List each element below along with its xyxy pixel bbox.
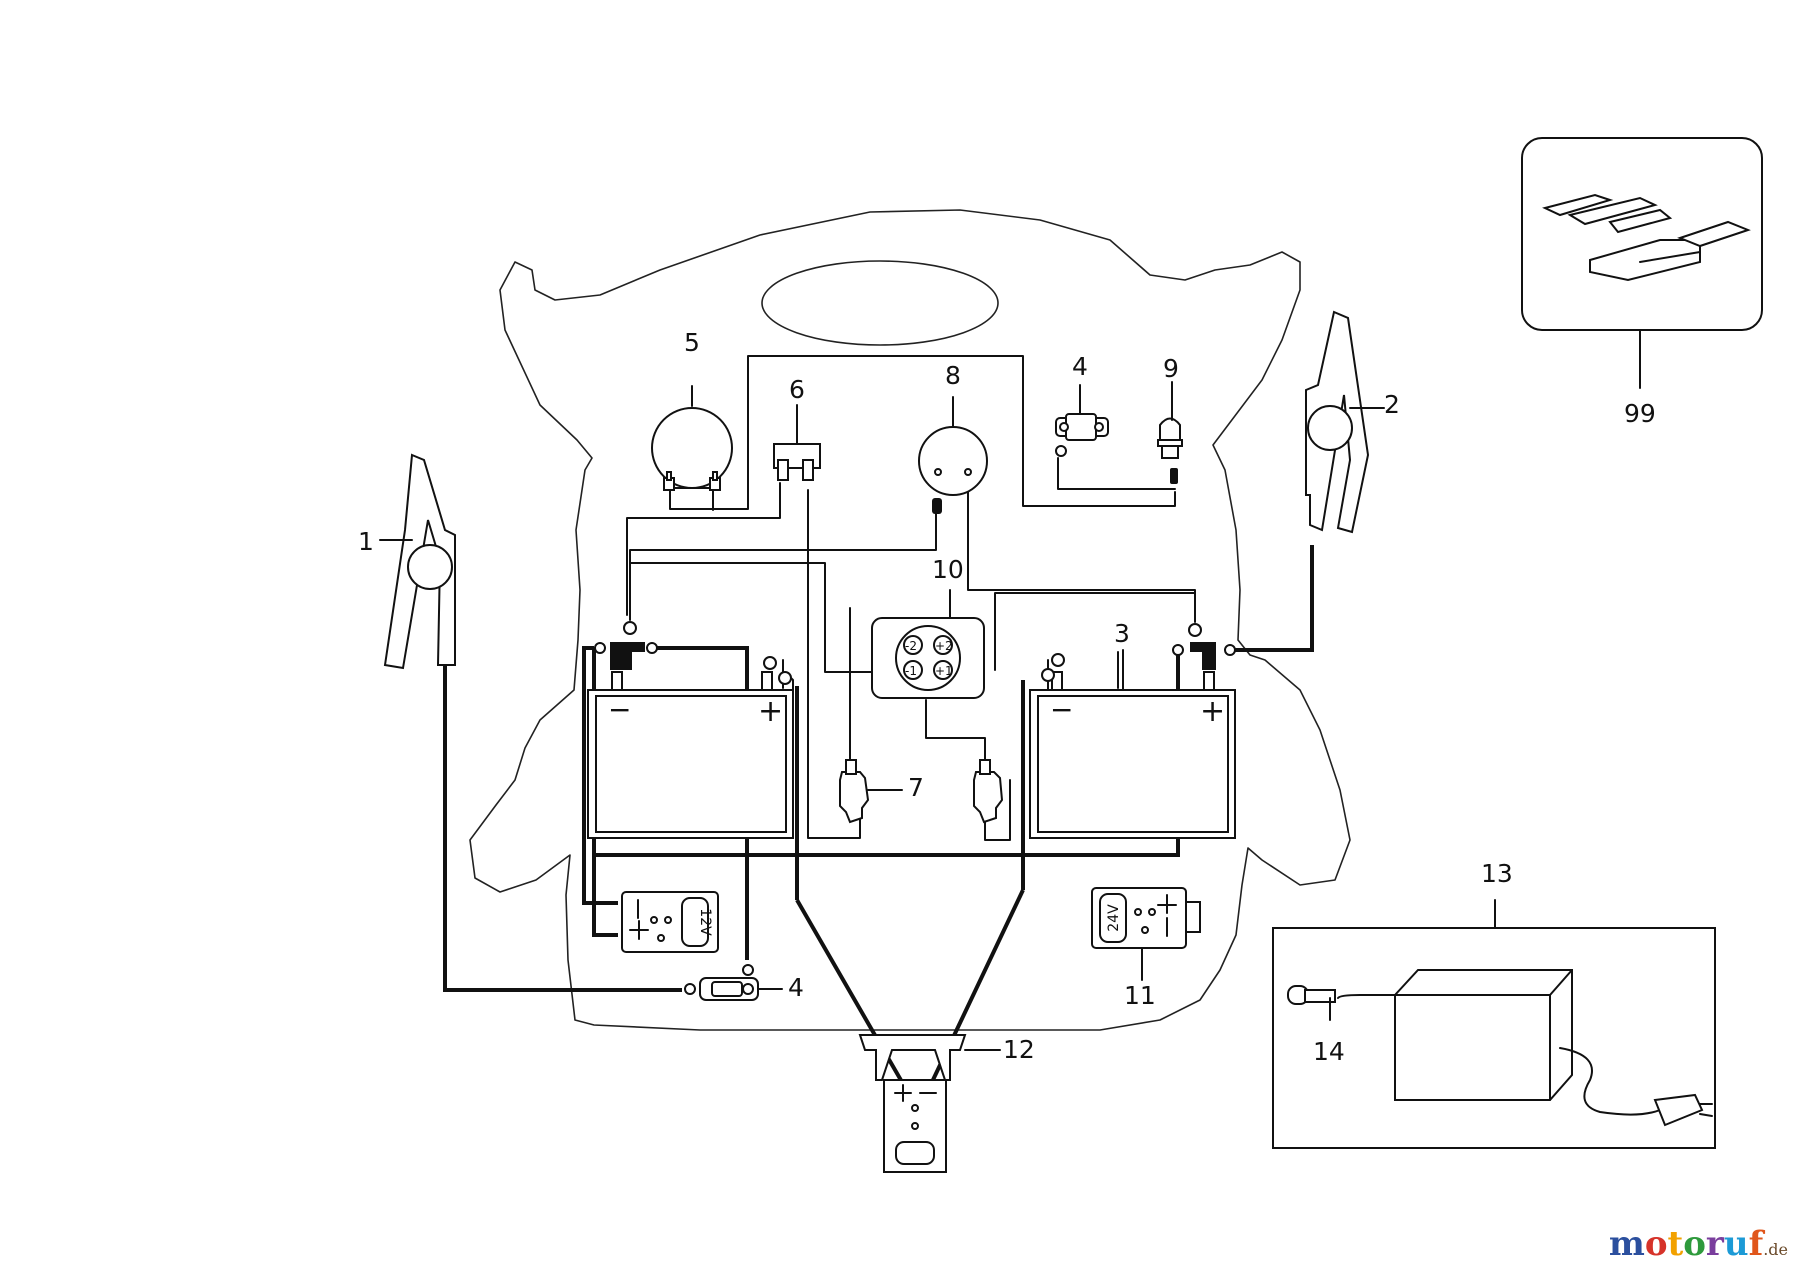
label-2: 2 [1384, 390, 1400, 419]
socket-pin-p2: +2 [935, 639, 953, 653]
brand-letter: o [1683, 1224, 1706, 1264]
fuse-4-bottom [684, 964, 783, 1001]
socket-pin-p1: +1 [935, 664, 953, 678]
clamp-left [379, 453, 456, 670]
brand-letter: o [1644, 1224, 1668, 1264]
label-9: 9 [1163, 354, 1179, 383]
socket-10 [871, 589, 985, 699]
callout-labels: 1 2 3 4 4 5 6 7 8 9 10 11 12 13 14 99 [358, 328, 1656, 1066]
brand-tld: .de [1763, 1240, 1788, 1259]
label-3: 3 [1114, 619, 1130, 648]
label-12: 12 [1003, 1035, 1035, 1064]
brand-watermark: motoruf.de [1609, 1224, 1788, 1264]
label-4-top: 4 [1072, 352, 1088, 381]
battery-right-minus: − [1050, 693, 1073, 726]
connector-7-left [839, 759, 903, 824]
battery-right [1029, 623, 1236, 839]
battery-left-minus: − [608, 693, 631, 726]
socket-pin-m2: -2 [905, 639, 917, 653]
meter-8 [918, 396, 988, 514]
brand-letter: r [1705, 1224, 1724, 1264]
label-1: 1 [358, 527, 374, 556]
label-5: 5 [684, 328, 700, 357]
housing-outline [469, 209, 1351, 1031]
thin-wiring [626, 355, 1196, 841]
label-99: 99 [1624, 399, 1656, 428]
module-24v [1091, 887, 1201, 981]
module-12v [621, 891, 719, 953]
plug-12 [858, 1034, 1001, 1173]
label-4-bottom: 4 [788, 973, 804, 1002]
connector-7-right [973, 759, 1004, 824]
housing-window [761, 260, 999, 346]
module-24v-label: 24V [1106, 904, 1122, 932]
toolbox-99 [1521, 137, 1763, 389]
switch-6 [773, 404, 821, 481]
charger-13 [1272, 899, 1716, 1149]
brand-letter: u [1723, 1224, 1749, 1264]
module-12v-label: 12V [697, 908, 713, 936]
meter-5 [651, 385, 733, 491]
label-6: 6 [789, 375, 805, 404]
battery-left [587, 621, 794, 839]
label-10: 10 [932, 555, 964, 584]
lamp-9 [1157, 381, 1183, 484]
label-8: 8 [945, 361, 961, 390]
battery-right-plus: + [1200, 694, 1225, 729]
socket-pin-labels: -2 +2 -1 +1 [905, 639, 953, 678]
battery-left-plus: + [758, 694, 783, 729]
label-7: 7 [908, 773, 924, 802]
label-11: 11 [1124, 981, 1156, 1010]
brand-letter: m [1608, 1224, 1645, 1264]
label-13: 13 [1481, 859, 1513, 888]
label-14: 14 [1313, 1037, 1345, 1066]
socket-pin-m1: -1 [905, 664, 917, 678]
brand-letter: t [1667, 1224, 1684, 1264]
fuse-4-top [1055, 384, 1109, 457]
battery-signs: − + − + [608, 693, 1225, 729]
clamp-right [1305, 310, 1385, 534]
brand-letter: f [1748, 1224, 1764, 1264]
